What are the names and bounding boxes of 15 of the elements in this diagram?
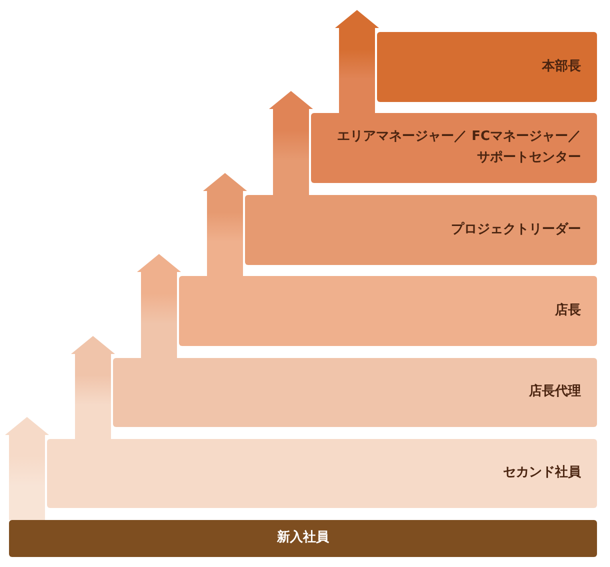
step-label: プロジェクトリーダー	[451, 220, 581, 239]
step-label: 本部長	[542, 58, 581, 76]
step-box	[311, 113, 597, 183]
up-arrow	[5, 417, 49, 520]
step-box	[47, 439, 597, 508]
step-label: 店長	[555, 302, 581, 320]
step-label: 新入社員	[277, 528, 329, 548]
base-bar	[9, 520, 597, 557]
step-label: エリアマネージャー／ FCマネージャー／サポートセンター	[336, 128, 581, 167]
step-box	[179, 276, 597, 346]
step-label: セカンド社員	[503, 464, 581, 482]
step-box	[377, 32, 597, 102]
step-label: 店長代理	[529, 382, 581, 402]
step-box	[113, 358, 597, 427]
step-box	[245, 195, 597, 265]
